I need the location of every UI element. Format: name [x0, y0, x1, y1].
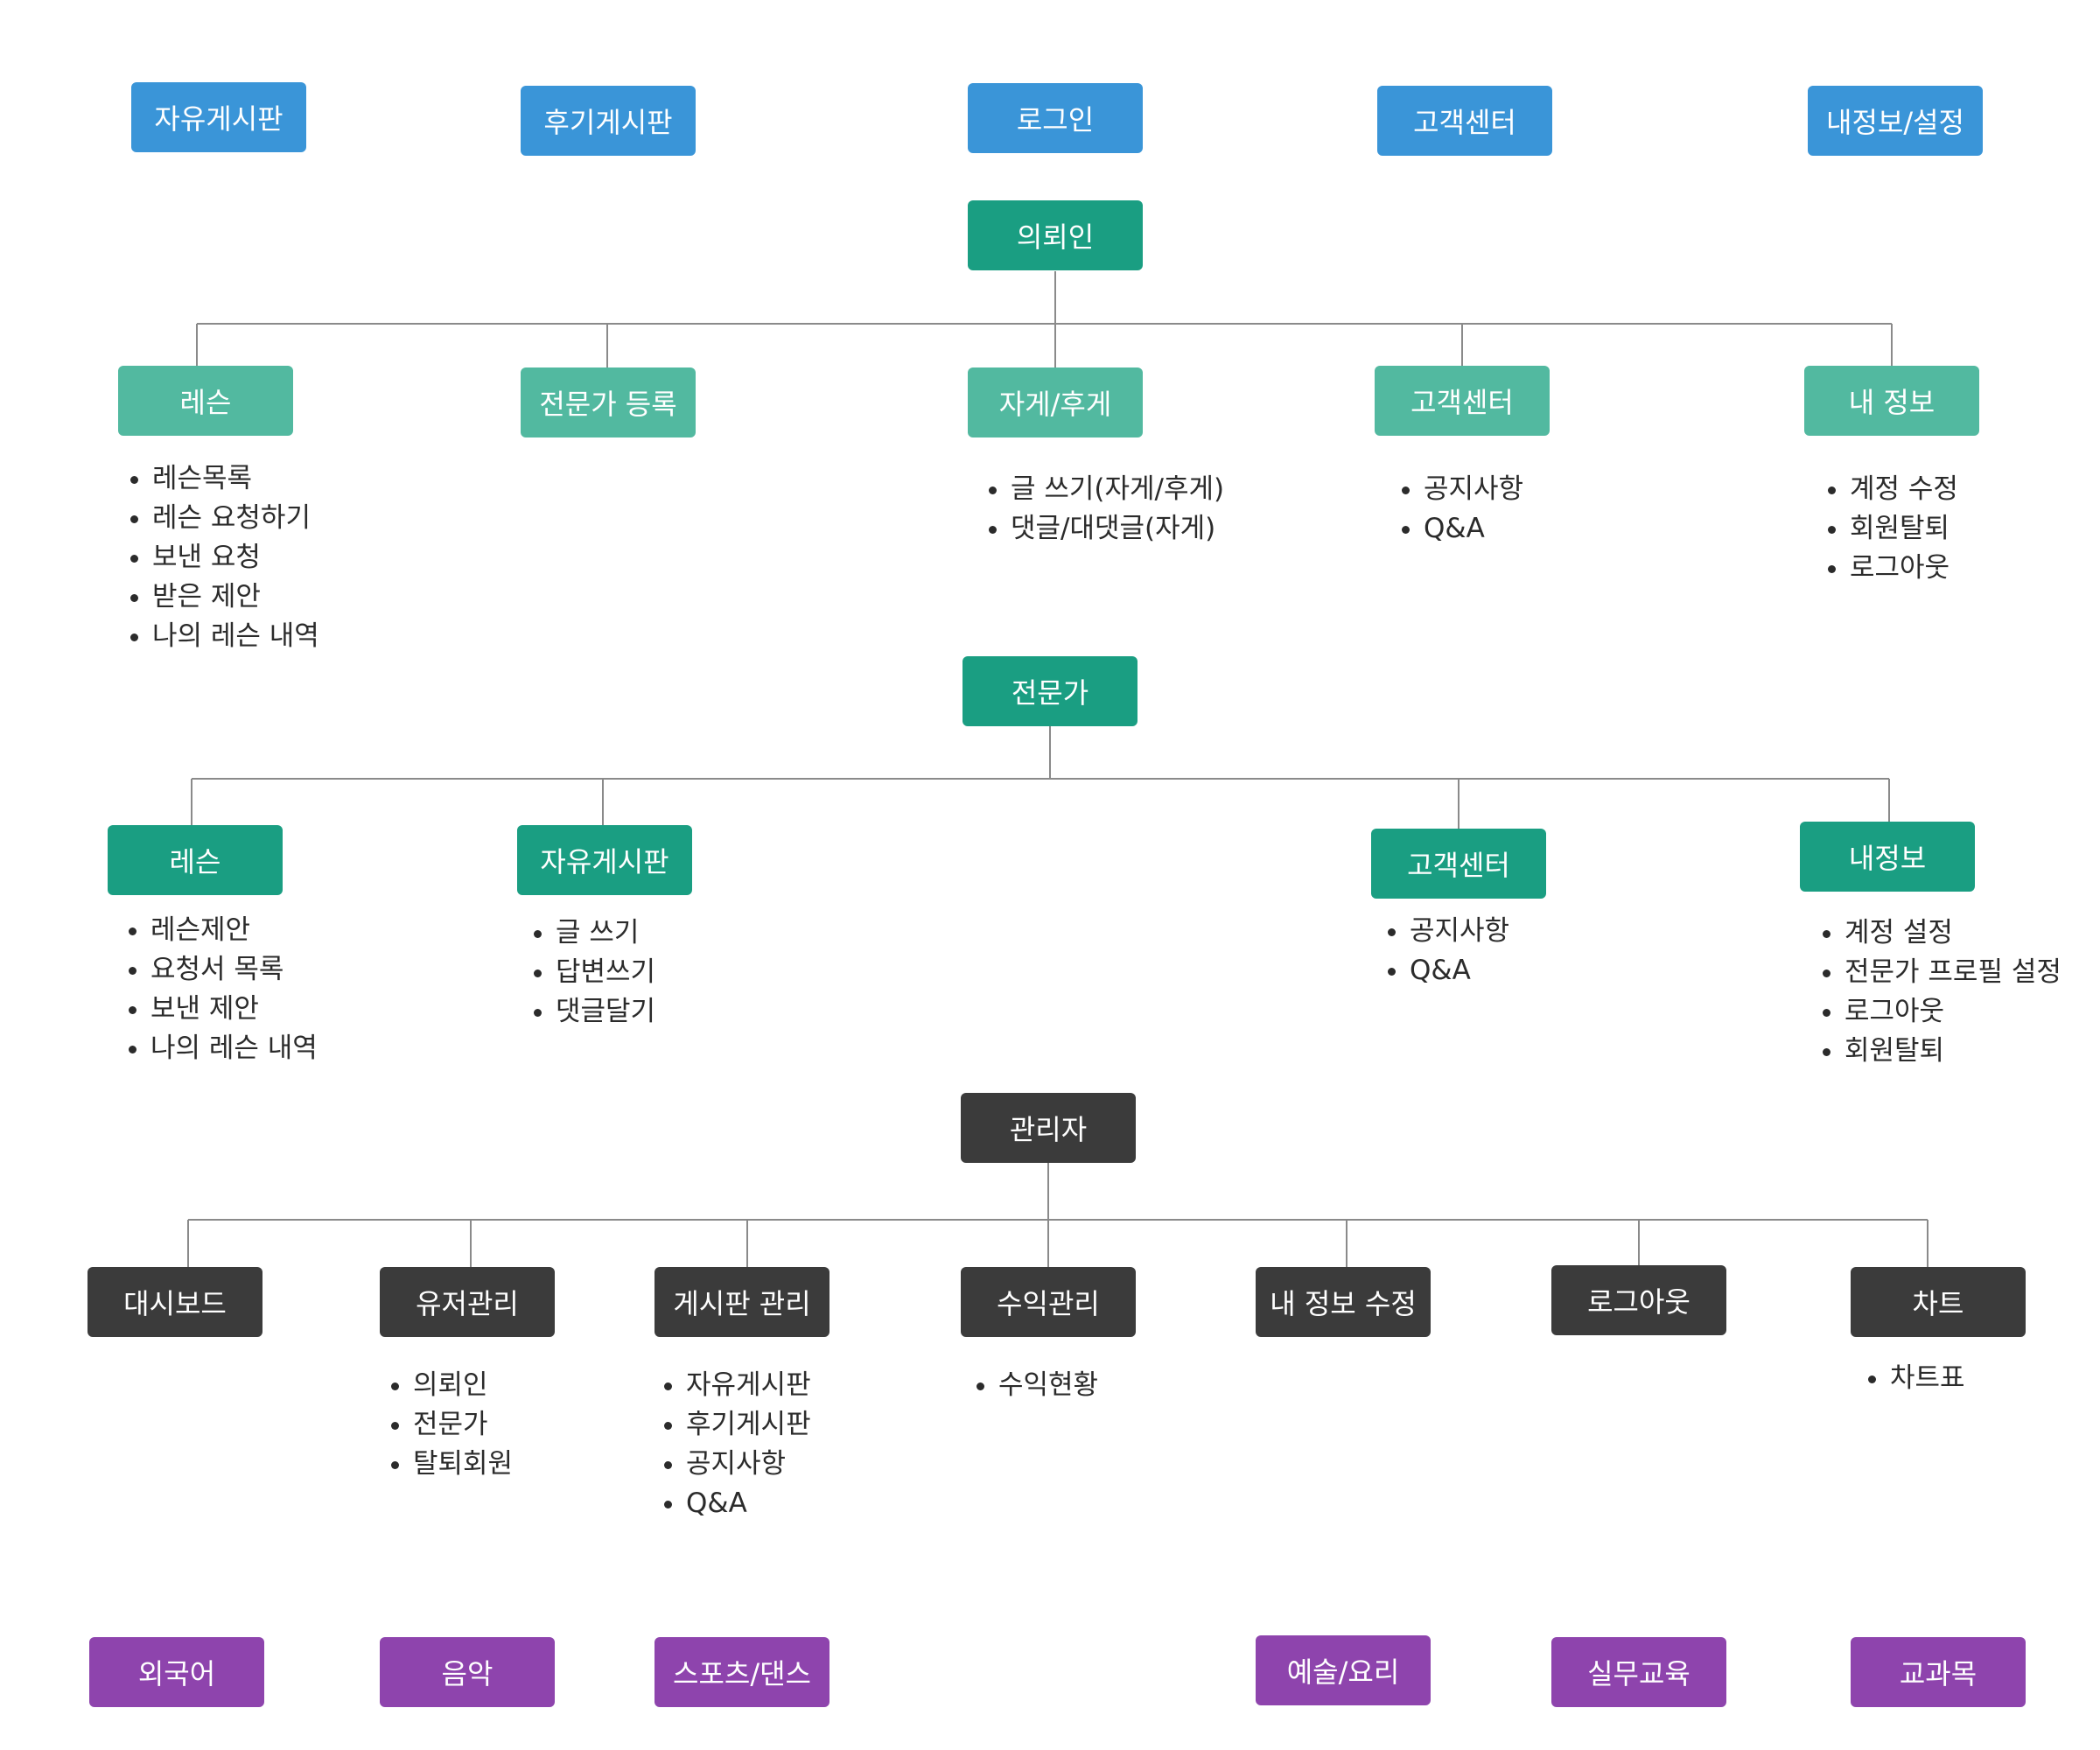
client-expert-register-node: 전문가 등록	[521, 368, 696, 438]
list-item: 받은 제안	[152, 578, 319, 617]
list-item: 차트표	[1890, 1359, 1965, 1398]
list-item: 회원탈퇴	[1850, 509, 1958, 549]
expert-my-info-node: 내정보	[1800, 822, 1975, 892]
list-item: 나의 레슨 내역	[150, 1029, 318, 1068]
list-item: 레슨 요청하기	[152, 499, 319, 538]
list-item: 수익현황	[998, 1366, 1098, 1405]
nav-login[interactable]: 로그인	[968, 83, 1143, 153]
client-root-node: 의뢰인	[968, 200, 1143, 270]
expert-free-board-list: 글 쓰기 답변쓰기 댓글달기	[522, 914, 655, 1032]
expert-customer-center-list: 공지사항 Q&A	[1376, 912, 1509, 990]
admin-dashboard-node: 대시보드	[88, 1267, 262, 1337]
list-item: 글 쓰기	[556, 914, 655, 953]
list-item: Q&A	[686, 1484, 811, 1523]
list-item: 계정 설정	[1844, 914, 2062, 953]
admin-user-management-node: 유저관리	[380, 1267, 555, 1337]
nav-customer-center[interactable]: 고객센터	[1377, 86, 1552, 156]
client-my-info-node: 내 정보	[1804, 366, 1979, 436]
list-item: 로그아웃	[1850, 549, 1958, 588]
nav-free-board[interactable]: 자유게시판	[131, 82, 306, 152]
expert-my-info-list: 계정 설정 전문가 프로필 설정 로그아웃 회원탈퇴	[1811, 914, 2062, 1071]
list-item: 계정 수정	[1850, 470, 1958, 509]
list-item: 로그아웃	[1844, 992, 2062, 1032]
list-item: 탈퇴회원	[413, 1445, 513, 1484]
admin-chart-list: 차트표	[1857, 1359, 1965, 1398]
list-item: 자유게시판	[686, 1366, 811, 1405]
client-customer-center-node: 고객센터	[1375, 366, 1550, 436]
category-art-cooking[interactable]: 예술/요리	[1256, 1635, 1431, 1705]
admin-revenue-node: 수익관리	[961, 1267, 1136, 1337]
expert-root-node: 전문가	[962, 656, 1138, 726]
list-item: 글 쓰기(자게/후게)	[1011, 470, 1224, 509]
admin-revenue-list: 수익현황	[965, 1366, 1098, 1405]
category-practical-education[interactable]: 실무교육	[1551, 1637, 1726, 1707]
list-item: 나의 레슨 내역	[152, 617, 319, 656]
nav-review-board[interactable]: 후기게시판	[521, 86, 696, 156]
list-item: 전문가 프로필 설정	[1844, 953, 2062, 992]
client-lesson-list: 레슨목록 레슨 요청하기 보낸 요청 받은 제안 나의 레슨 내역	[119, 459, 319, 656]
category-school-subjects[interactable]: 교과목	[1851, 1637, 2026, 1707]
category-sports-dance[interactable]: 스포츠/댄스	[654, 1637, 830, 1707]
list-item: 레슨목록	[152, 459, 319, 499]
list-item: 답변쓰기	[556, 953, 655, 992]
expert-lesson-list: 레슨제안 요청서 목록 보낸 제안 나의 레슨 내역	[117, 911, 318, 1068]
expert-free-board-node: 자유게시판	[517, 825, 692, 895]
list-item: 공지사항	[1424, 470, 1523, 509]
category-foreign-language[interactable]: 외국어	[89, 1637, 264, 1707]
list-item: 요청서 목록	[150, 950, 318, 990]
list-item: Q&A	[1424, 509, 1523, 549]
list-item: 댓글달기	[556, 992, 655, 1032]
expert-customer-center-node: 고객센터	[1371, 829, 1546, 899]
admin-root-node: 관리자	[961, 1093, 1136, 1163]
list-item: 회원탈퇴	[1844, 1032, 2062, 1071]
client-customer-center-list: 공지사항 Q&A	[1390, 470, 1523, 549]
list-item: 공지사항	[686, 1445, 811, 1484]
list-item: 후기게시판	[686, 1405, 811, 1445]
list-item: 보낸 요청	[152, 538, 319, 578]
list-item: 공지사항	[1410, 912, 1509, 951]
admin-chart-node: 차트	[1851, 1267, 2026, 1337]
admin-board-management-node: 게시판 관리	[654, 1267, 830, 1337]
admin-logout-node: 로그아웃	[1551, 1265, 1726, 1335]
client-lesson-node: 레슨	[118, 366, 293, 436]
client-boards-list: 글 쓰기(자게/후게) 댓글/대댓글(자게)	[977, 470, 1224, 549]
admin-user-management-list: 의뢰인 전문가 탈퇴회원	[380, 1366, 513, 1484]
list-item: 댓글/대댓글(자게)	[1011, 509, 1224, 549]
client-my-info-list: 계정 수정 회원탈퇴 로그아웃	[1816, 470, 1958, 588]
nav-my-info-settings[interactable]: 내정보/설정	[1808, 86, 1983, 156]
admin-edit-my-info-node: 내 정보 수정	[1256, 1267, 1431, 1337]
list-item: 전문가	[413, 1405, 513, 1445]
list-item: 보낸 제안	[150, 990, 318, 1029]
admin-board-management-list: 자유게시판 후기게시판 공지사항 Q&A	[653, 1366, 811, 1523]
list-item: 레슨제안	[150, 911, 318, 950]
expert-lesson-node: 레슨	[108, 825, 283, 895]
list-item: 의뢰인	[413, 1366, 513, 1405]
category-music[interactable]: 음악	[380, 1637, 555, 1707]
client-boards-node: 자게/후게	[968, 368, 1143, 438]
list-item: Q&A	[1410, 951, 1509, 990]
